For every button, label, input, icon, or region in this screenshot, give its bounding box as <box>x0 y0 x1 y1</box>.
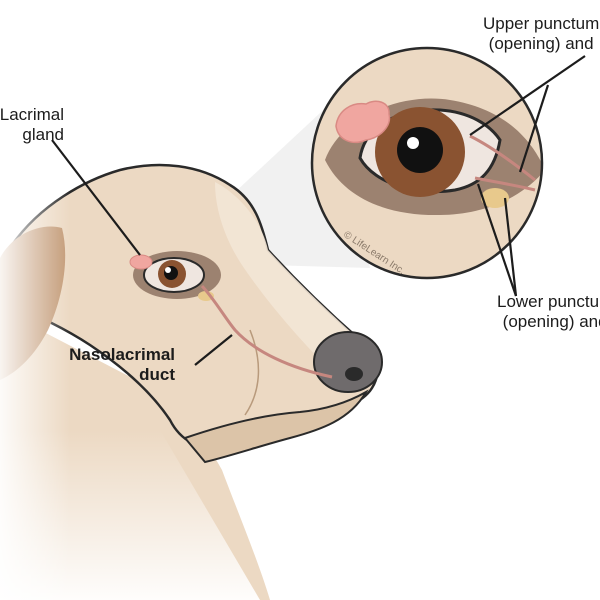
zoom-lower-canaliculus <box>474 176 536 192</box>
lower-punctum-label-line1: Lower punctum <box>497 292 600 311</box>
leader-line-lower-punctum-2 <box>503 197 518 297</box>
lacrimal-gland-label-line2: gland <box>22 125 64 144</box>
dog-nasolacrimal-duct <box>200 284 333 379</box>
nasolacrimal-duct-label-line2: duct <box>139 365 175 384</box>
upper-punctum-label-line1: Upper punctum <box>483 14 600 33</box>
lacrimal-gland-label: Lacrimal gland <box>0 105 64 145</box>
dog-skull <box>0 163 379 451</box>
leader-line-upper-punctum-2 <box>518 84 550 173</box>
zoom-circle: © LifeLearn Inc. <box>310 46 544 280</box>
zoom-third-eyelid-gland <box>481 188 509 208</box>
leader-line-nasolacrimal-duct <box>194 334 233 366</box>
leader-line-lower-punctum-1 <box>476 183 518 297</box>
nasolacrimal-duct-label-line1: Nasolacrimal <box>69 345 175 364</box>
lower-punctum-label: Lower punctum (opening) and <box>497 292 600 332</box>
dog-nostril <box>345 367 363 381</box>
upper-punctum-label: Upper punctum (opening) and <box>483 14 599 54</box>
dog-cheek-line <box>244 329 260 416</box>
dog-eye-highlight <box>165 267 171 273</box>
dog-jaw <box>183 389 369 464</box>
dog-left-fade <box>0 180 70 600</box>
zoom-circle-border <box>310 46 544 280</box>
leader-line-upper-punctum-1 <box>469 55 586 136</box>
zoom-eye-highlight <box>407 137 419 149</box>
dog-muzzle-shade <box>215 182 360 370</box>
dog-nose <box>313 331 383 393</box>
dog-eye <box>129 251 333 379</box>
upper-punctum-label-line2: (opening) and <box>488 34 594 53</box>
zoom-upper-canaliculus <box>469 134 536 182</box>
zoom-pupil <box>397 127 443 173</box>
leader-lines <box>51 55 586 366</box>
lacrimal-gland-label-line1: Lacrimal <box>0 105 64 124</box>
nasolacrimal-duct-label: Nasolacrimal duct <box>69 345 175 385</box>
leader-line-lacrimal-gland <box>51 139 141 256</box>
dog-lacrimal-gland <box>129 254 153 270</box>
lower-punctum-label-line2: (opening) and <box>502 312 600 331</box>
zoom-lacrimal-gland <box>335 100 391 144</box>
